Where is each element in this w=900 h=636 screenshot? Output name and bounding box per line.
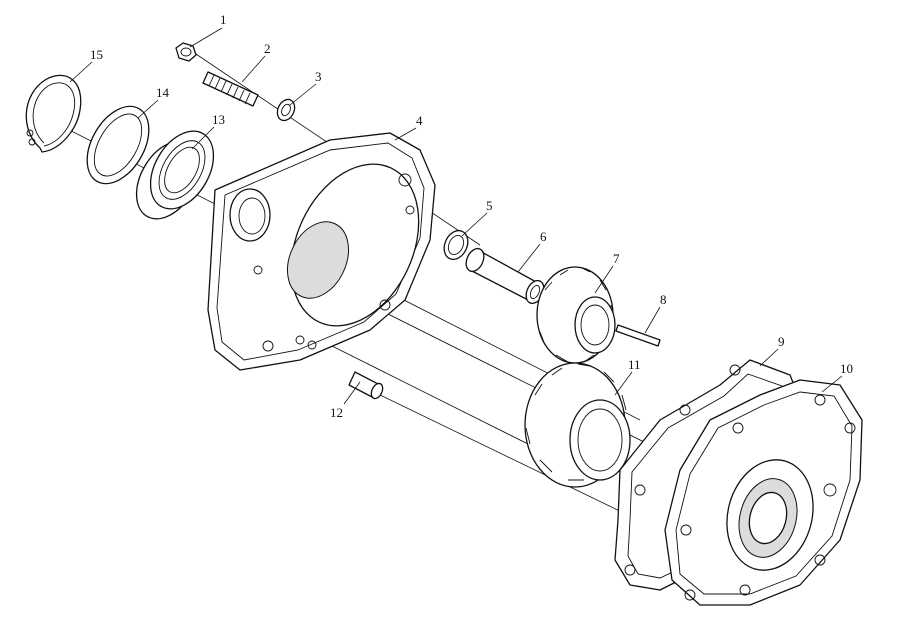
drive-gear [536,266,616,364]
small-washer [276,98,296,122]
bearing [135,130,215,220]
callout-3: 3 [315,69,322,84]
threaded-stud [202,71,259,107]
callout-10: 10 [840,361,853,376]
pump-housing [207,132,436,371]
callout-11: 11 [628,357,641,372]
callout-5: 5 [486,198,493,213]
callout-15: 15 [90,47,103,62]
callout-4: 4 [416,113,423,128]
callout-2: 2 [264,41,271,56]
callout-1: 1 [220,12,227,27]
dowel-pin [615,324,661,347]
snap-ring [25,74,82,153]
callout-8: 8 [660,292,667,307]
pump-cover [664,379,863,606]
callout-14: 14 [156,85,170,100]
locating-sleeve [348,371,384,400]
o-ring [443,229,469,261]
hex-nut [175,42,197,62]
driven-gear [524,362,631,488]
callout-6: 6 [540,229,547,244]
callout-7: 7 [613,251,620,266]
bushing-sleeve [465,247,545,305]
callout-9: 9 [778,334,785,349]
leader-lines [69,27,843,405]
callout-labels: 1 2 3 4 5 6 7 8 9 10 11 12 13 14 15 [90,12,853,420]
callout-12: 12 [330,405,343,420]
seal-washer [86,105,150,185]
callout-13: 13 [212,112,225,127]
